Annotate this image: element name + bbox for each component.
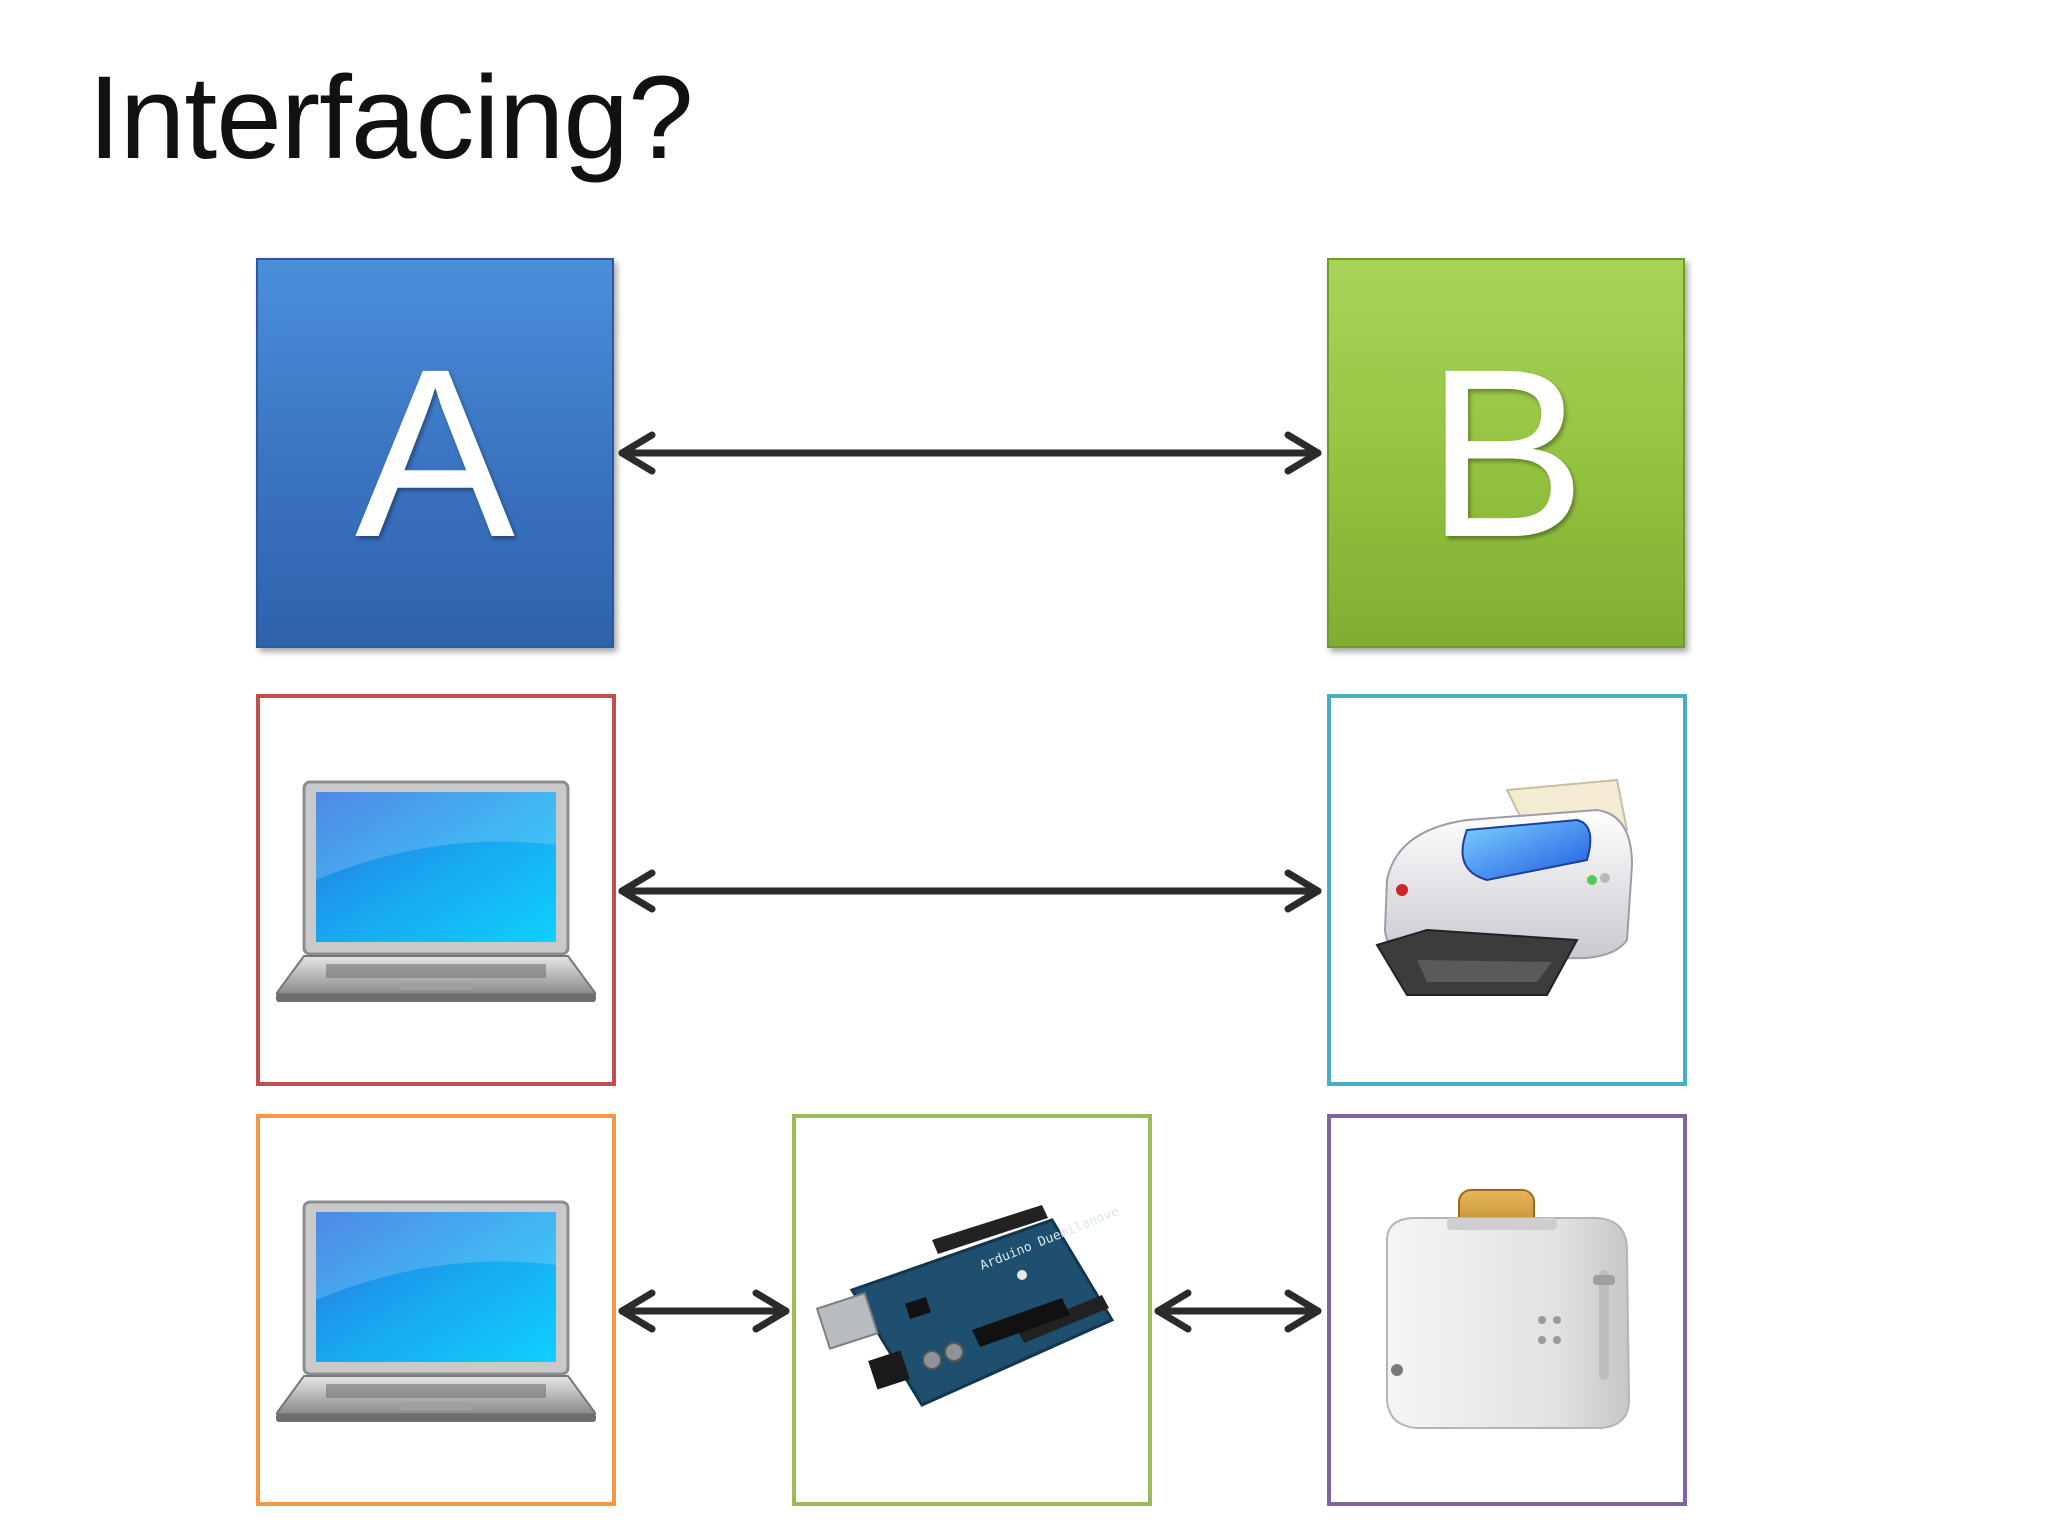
box-a: A (256, 258, 614, 648)
laptop-frame-bottom (256, 1114, 616, 1506)
printer-icon (1375, 778, 1634, 996)
double-arrow-arduino-toaster (1154, 1289, 1322, 1333)
double-arrow-a-b (618, 431, 1322, 475)
box-b-label: B (1425, 319, 1587, 587)
arduino-frame: Arduino Duemilanove (792, 1114, 1152, 1506)
laptop-icon (276, 1200, 596, 1422)
printer-frame (1327, 694, 1687, 1086)
box-a-label: A (354, 319, 516, 587)
double-arrow-laptop-arduino (618, 1289, 790, 1333)
toaster-icon (1386, 1189, 1631, 1429)
slide-title: Interfacing? (88, 52, 694, 184)
double-arrow-laptop-printer (618, 869, 1322, 913)
toaster-frame (1327, 1114, 1687, 1506)
box-b: B (1327, 258, 1685, 648)
laptop-frame-top (256, 694, 616, 1086)
laptop-icon (276, 780, 596, 1002)
arduino-board-icon: Arduino Duemilanove (815, 1204, 1122, 1407)
